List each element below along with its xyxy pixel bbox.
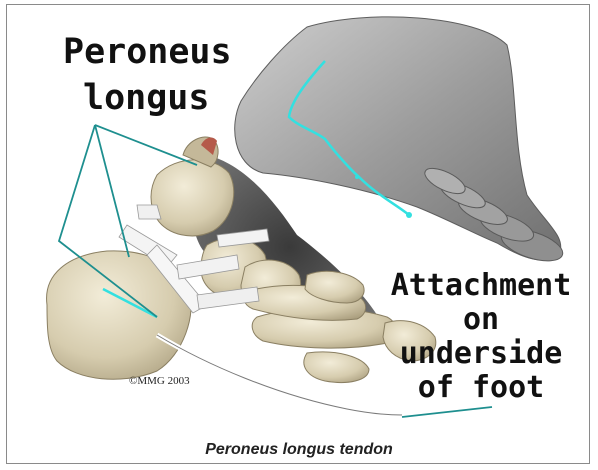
peroneus-label-line2: longus [83, 81, 209, 116]
peroneus-label-line1: Peroneus [63, 35, 232, 70]
attachment-label-line4: of foot [361, 373, 590, 403]
attachment-label-line2: on [361, 305, 590, 335]
figure-frame: Peroneus longus Attachment on underside … [6, 4, 590, 464]
attachment-label-line3: underside [361, 339, 590, 369]
copyright-text: ©MMG 2003 [129, 375, 190, 387]
figure-caption: Peroneus longus tendon [7, 441, 590, 459]
attachment-label-line1: Attachment [361, 271, 590, 301]
